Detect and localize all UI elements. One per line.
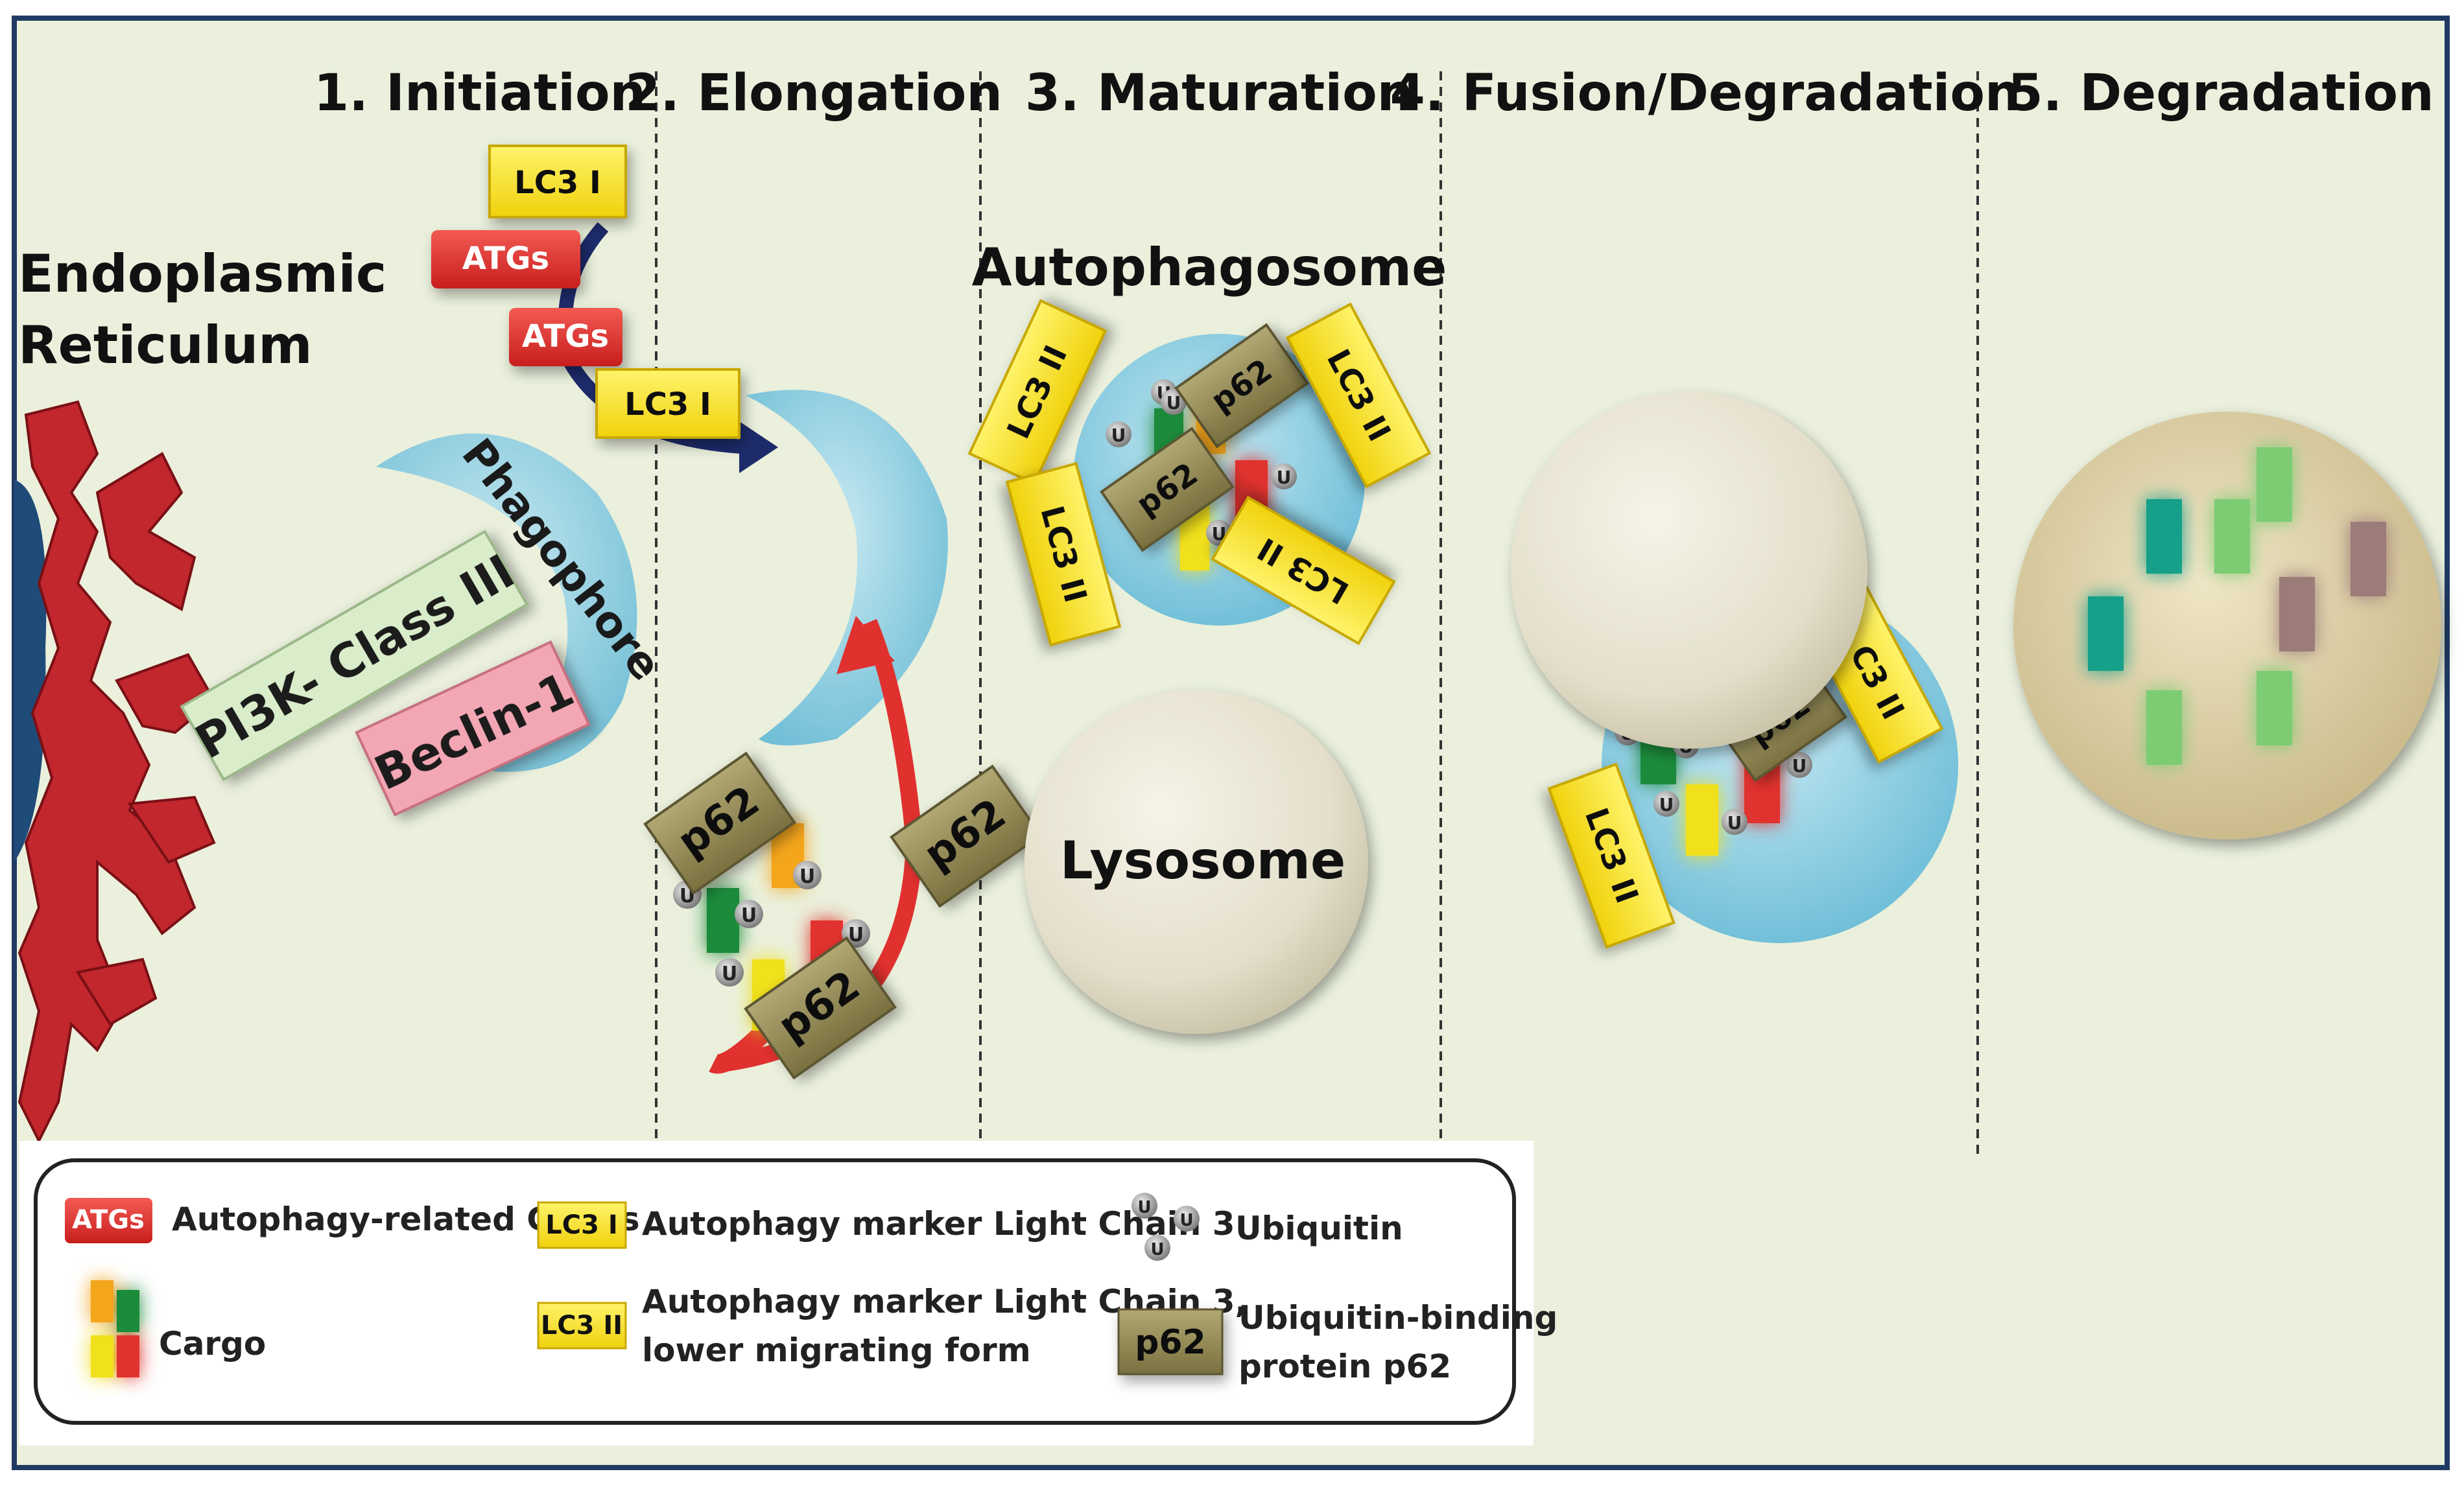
- legend-p62-desc-line1: Ubiquitin-binding: [1238, 1299, 1558, 1337]
- stage-title-degradation: 5. Degradation: [2008, 64, 2434, 123]
- svg-text:U: U: [1179, 1211, 1193, 1230]
- ubiquitin-marks: U U U U U: [673, 861, 870, 987]
- cargo-arrow-tail: [709, 1024, 772, 1074]
- lysosome: [1025, 690, 1368, 1034]
- svg-text:U: U: [1792, 755, 1807, 777]
- legend-lc3i-swatch: LC3 I: [537, 1201, 627, 1249]
- svg-text:LC3 I: LC3 I: [545, 1210, 617, 1240]
- p62-tag: p62: [744, 936, 897, 1080]
- atgs-tag: ATGs: [509, 308, 622, 366]
- legend-atgs-swatch: ATGs: [65, 1198, 152, 1243]
- svg-text:LC3 I: LC3 I: [624, 386, 711, 423]
- degraded-cargo: [2088, 447, 2386, 765]
- svg-text:U: U: [722, 963, 737, 985]
- p62-tag: p62: [890, 764, 1043, 908]
- stage-title-fusion-degradation: 4. Fusion/Degradation: [1390, 64, 2021, 123]
- svg-text:ATGs: ATGs: [462, 240, 549, 277]
- legend-lc3ii-swatch: LC3 II: [537, 1302, 627, 1350]
- svg-text:U: U: [741, 904, 757, 927]
- legend-lc3ii-desc-line2: lower migrating form: [642, 1331, 1031, 1369]
- atgs-tag: ATGs: [431, 230, 580, 288]
- svg-text:U: U: [1167, 392, 1181, 414]
- endoplasmic-reticulum: [14, 400, 216, 1144]
- svg-text:U: U: [1727, 812, 1742, 834]
- svg-text:U: U: [800, 865, 815, 888]
- legend-p62-desc-line2: protein p62: [1238, 1348, 1451, 1385]
- lc3-ii-tag: LC3 II: [1547, 762, 1676, 949]
- stage-title-maturation: 3. Maturation: [1025, 64, 1413, 123]
- lysosome-label: Lysosome: [1060, 830, 1345, 891]
- fusing-lysosome: [1511, 392, 1867, 749]
- svg-text:LC3 I: LC3 I: [514, 165, 601, 201]
- legend-p62-swatch: p62: [1117, 1308, 1224, 1376]
- legend-cargo-desc: Cargo: [159, 1325, 266, 1363]
- legend-ubiquitin-desc: Ubiquitin: [1235, 1210, 1403, 1247]
- lc3-i-tag: LC3 I: [595, 368, 740, 439]
- svg-text:ATGs: ATGs: [522, 318, 609, 355]
- legend-ubiquitin-swatch: U U U: [1131, 1193, 1200, 1261]
- autophagosome-label: Autophagosome: [972, 237, 1447, 298]
- p62-tag: p62: [1100, 427, 1235, 552]
- cargo-recruitment-arrowhead: [836, 616, 895, 674]
- svg-text:LC3 II: LC3 II: [541, 1311, 622, 1341]
- svg-text:U: U: [1150, 1240, 1164, 1259]
- svg-text:p62: p62: [1135, 1323, 1206, 1362]
- er-label-line1: Endoplasmic: [18, 244, 386, 304]
- stage-title-elongation: 2. Elongation: [625, 64, 1002, 123]
- svg-text:ATGs: ATGs: [72, 1205, 145, 1235]
- svg-text:U: U: [1659, 794, 1674, 815]
- elongating-phagophore: [746, 390, 948, 745]
- svg-text:U: U: [1277, 467, 1292, 488]
- conjugation-arrowhead: [739, 421, 778, 473]
- autolysosome: [2013, 412, 2441, 839]
- svg-text:U: U: [1137, 1198, 1151, 1217]
- svg-text:U: U: [1111, 425, 1126, 446]
- p62-tag: p62: [1174, 323, 1309, 449]
- stage-title-initiation: 1. Initiation: [314, 64, 646, 123]
- lc3-i-tag: LC3 I: [488, 145, 627, 218]
- er-label-line2: Reticulum: [18, 315, 313, 375]
- lc3-ii-tag: LC3 II: [1005, 462, 1122, 647]
- legend-cargo-swatch: [91, 1280, 139, 1377]
